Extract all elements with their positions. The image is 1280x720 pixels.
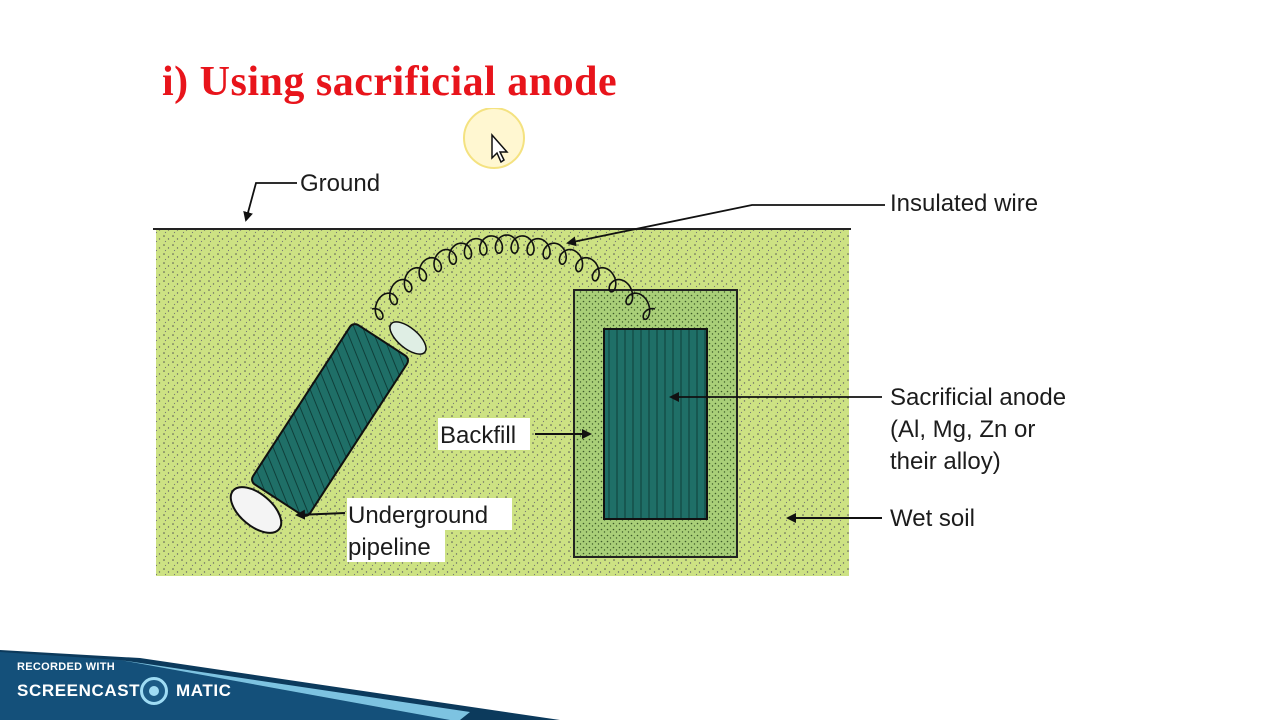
label-underground: Underground bbox=[348, 502, 488, 529]
ground-arrow bbox=[243, 182, 297, 222]
label-sacrificial-anode: Sacrificial anode bbox=[890, 384, 1066, 411]
label-pipeline: pipeline bbox=[348, 534, 431, 561]
screencast-banner bbox=[0, 650, 560, 720]
label-anode-alloy: their alloy) bbox=[890, 448, 1001, 475]
screencast-logo-icon bbox=[140, 677, 168, 705]
insulated-wire-coil bbox=[371, 234, 656, 321]
label-backfill: Backfill bbox=[440, 422, 516, 449]
slide-title: i) Using sacrificial anode bbox=[162, 59, 618, 105]
pipeline-arrow bbox=[295, 509, 346, 520]
screencast-text: SCREENCAST bbox=[17, 681, 141, 700]
underground-pipeline bbox=[229, 321, 427, 534]
label-insulated-wire: Insulated wire bbox=[890, 190, 1038, 217]
mouse-cursor-icon bbox=[463, 108, 525, 169]
insulated-wire-leader bbox=[566, 204, 885, 247]
matic-text: MATIC bbox=[176, 681, 232, 700]
label-wet-soil: Wet soil bbox=[890, 505, 975, 532]
label-anode-metals: (Al, Mg, Zn or bbox=[890, 416, 1035, 443]
label-ground: Ground bbox=[300, 170, 380, 197]
sacrificial-anode-block bbox=[603, 328, 708, 520]
recorded-with-text: RECORDED WITH bbox=[17, 661, 116, 673]
